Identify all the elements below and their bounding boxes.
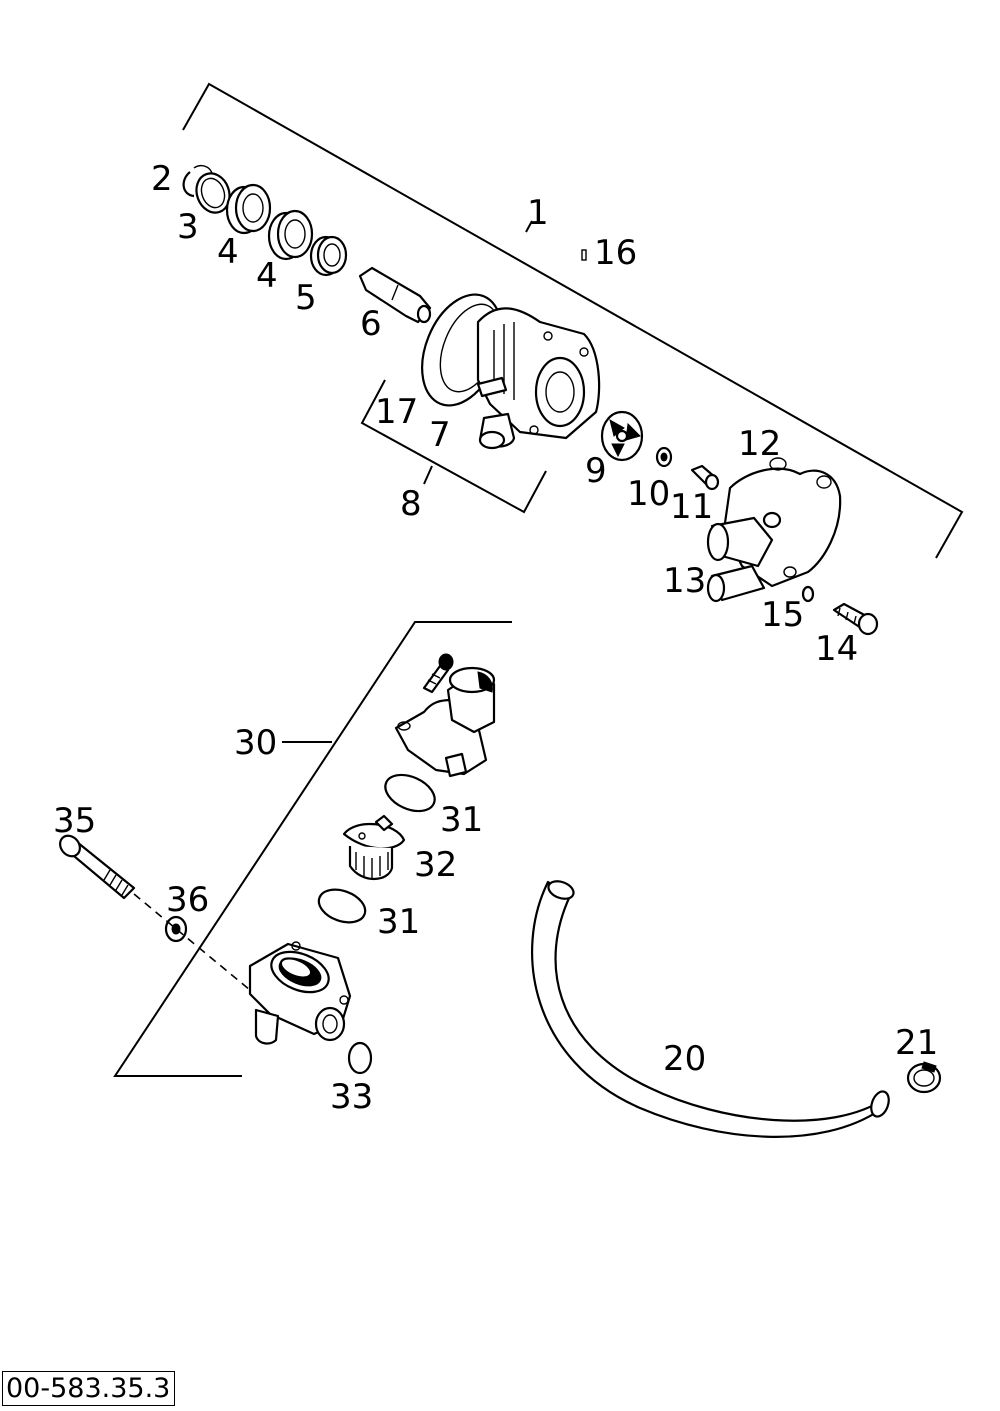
callout-2: 2: [151, 159, 173, 199]
o-ring-part-31-upper: [384, 773, 436, 813]
screw-part-11: [690, 464, 720, 491]
callout-9: 9: [585, 451, 607, 491]
callouts: 1 2 3 4 4 5 6 7 8 9 10 11 12 13 14 15 16…: [53, 159, 938, 1117]
assembly-1-bracket: [182, 82, 964, 559]
callout-7: 7: [429, 415, 451, 455]
bolt-part-35: [59, 834, 136, 900]
callout-6: 6: [360, 304, 382, 344]
callout-13: 13: [663, 561, 706, 601]
o-ring-part-31-lower: [317, 888, 367, 924]
o-ring-part-33: [347, 1041, 373, 1075]
callout-21: 21: [895, 1023, 938, 1063]
washer-part-36: [164, 915, 188, 943]
callout-16: 16: [594, 233, 637, 273]
impeller-part-9: [600, 410, 644, 462]
pump-cover-outlet-part-13: [706, 516, 774, 603]
pump-shaft-part-6: [358, 266, 432, 324]
callout-14: 14: [815, 629, 858, 669]
assembly-30-bracket: [113, 621, 512, 1077]
callout-33: 33: [330, 1077, 373, 1117]
callout-30: 30: [234, 723, 277, 763]
callout-35: 35: [53, 801, 96, 841]
circlip-part-3: [195, 172, 231, 214]
callout-5: 5: [295, 278, 317, 318]
pump-housing-part-7: [476, 307, 601, 450]
callout-17: 17: [375, 392, 418, 432]
callout-15: 15: [761, 595, 804, 635]
screw-part-14: [832, 602, 879, 636]
callout-11: 11: [670, 487, 713, 527]
bearing-part-4-first: [225, 183, 272, 235]
thermostat-housing-base: [248, 941, 352, 1045]
bolt-alignment-line: [133, 893, 251, 991]
thermostat-cover-part-30: [394, 666, 496, 778]
callout-10: 10: [627, 474, 670, 514]
callout-8: 8: [400, 484, 422, 524]
washer-part-10: [655, 446, 673, 468]
bearing-part-4-second: [267, 209, 314, 261]
callout-20: 20: [663, 1039, 706, 1079]
callout-3: 3: [177, 207, 199, 247]
callout-31-lower: 31: [377, 902, 420, 942]
thermostat-cover-bolt: [422, 653, 454, 694]
drawing-number-label: 00-583.35.3: [2, 1371, 176, 1406]
hose-part-20: [531, 880, 890, 1138]
callout-12: 12: [738, 424, 781, 464]
callout-36: 36: [166, 880, 209, 920]
callout-31-upper: 31: [440, 800, 483, 840]
callout-32: 32: [414, 845, 457, 885]
marker-part-16: [581, 249, 587, 261]
seal-ring-part-5: [309, 235, 348, 277]
callout-4-first: 4: [217, 232, 239, 272]
hose-clamp-part-21: [906, 1061, 942, 1094]
o-ring-part-15: [801, 585, 815, 603]
callout-4-second: 4: [256, 256, 278, 296]
assembly-8-bracket: [360, 379, 547, 514]
thermostat-part-32: [342, 814, 406, 881]
callout-1: 1: [527, 193, 549, 233]
